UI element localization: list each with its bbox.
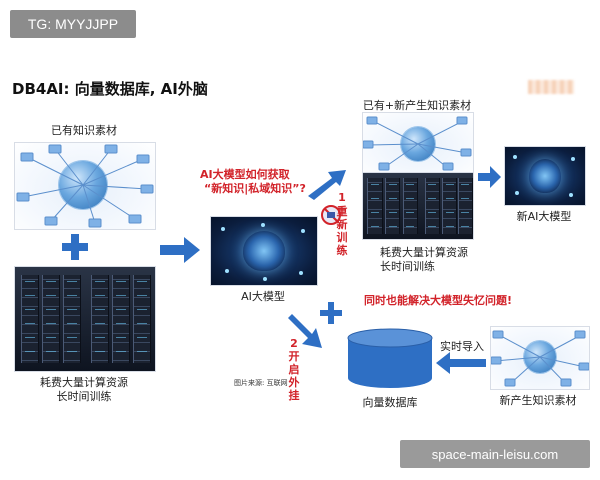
- arrow-right-small-icon: [478, 166, 501, 188]
- plus-icon-left: [62, 234, 88, 260]
- vector-db-label: 向量数据库: [362, 396, 418, 409]
- diagram-title: DB4AI: 向量数据库, AI外脑: [12, 80, 208, 98]
- watermark-top: TG: MYYJJPP: [10, 10, 136, 38]
- new-ai-brain-image: [504, 146, 586, 206]
- combined-knowledge-label: 已有+新产生知识素材: [362, 99, 472, 112]
- arrow-down-right-icon: [288, 314, 322, 348]
- branch1-number: 1: [338, 191, 346, 204]
- branch2-number: 2: [290, 337, 298, 350]
- branch1-char-4: 练: [336, 244, 348, 257]
- branch2-char-1: 开: [288, 350, 300, 363]
- datacenter-image-right: [362, 172, 474, 240]
- no-sign-icon: [320, 204, 342, 230]
- network-image-right-top: [362, 112, 474, 174]
- ai-model-label: AI大模型: [241, 290, 285, 303]
- question-line-2: “新知识|私域知识”?: [204, 182, 306, 195]
- left-cost-label-2: 长时间训练: [56, 390, 112, 403]
- right-cost-label-1: 耗费大量计算资源: [380, 246, 468, 259]
- image-source-note: 图片来源: 互联网: [234, 379, 288, 387]
- arrow-up-right-icon: [308, 170, 346, 200]
- realtime-import-label: 实时导入: [440, 340, 484, 353]
- branch1-char-2: 新: [336, 218, 348, 231]
- vector-database-icon: [347, 328, 433, 388]
- new-knowledge-label: 新产生知识素材: [499, 394, 577, 407]
- branch2-char-4: 挂: [288, 389, 300, 402]
- plus-icon-center: [320, 302, 342, 324]
- network-image-left: [14, 142, 156, 230]
- branch1-char-1: 重: [336, 205, 348, 218]
- memory-note: 同时也能解决大模型失忆问题!: [364, 294, 513, 307]
- blurred-logo: [528, 80, 574, 94]
- left-cost-label-1: 耗费大量计算资源: [40, 376, 128, 389]
- ai-brain-image: [210, 216, 318, 286]
- branch1-char-3: 训: [336, 231, 348, 244]
- network-links: [16, 144, 154, 228]
- watermark-bottom: space-main-leisu.com: [400, 440, 590, 468]
- branch2-char-2: 启: [288, 363, 300, 376]
- arrow-right-icon: [160, 237, 200, 263]
- datacenter-image-left: [14, 266, 156, 372]
- new-ai-model-label: 新AI大模型: [516, 210, 572, 223]
- branch2-char-3: 外: [288, 376, 300, 389]
- arrow-left-icon: [436, 352, 486, 374]
- question-line-1: AI大模型如何获取: [200, 168, 290, 181]
- right-cost-label-2: 长时间训练: [380, 260, 435, 273]
- existing-knowledge-label: 已有知识素材: [51, 124, 117, 137]
- network-image-bottom-right: [490, 326, 590, 390]
